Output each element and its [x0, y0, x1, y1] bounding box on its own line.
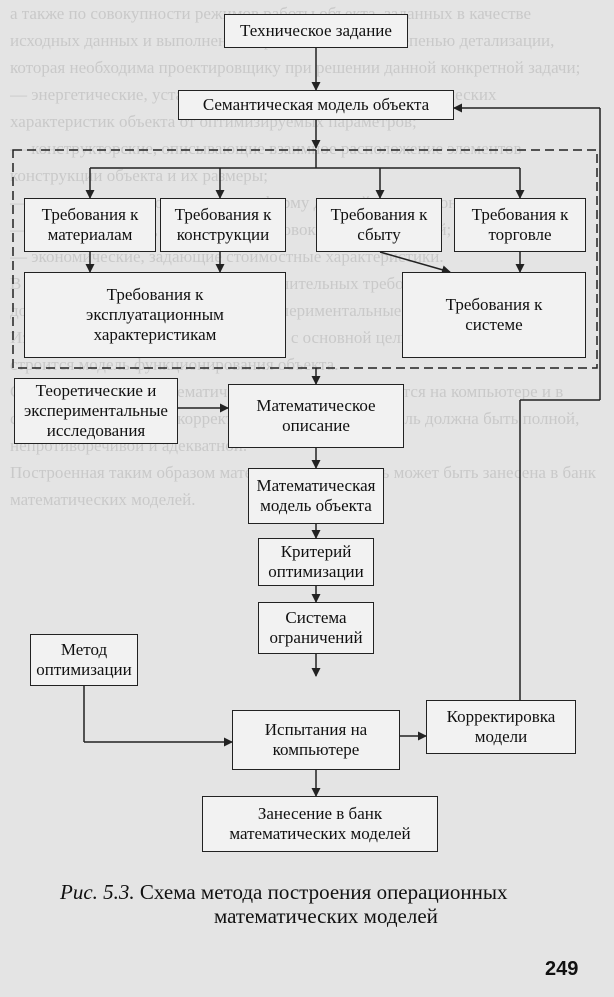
figure-caption: Рис. 5.3. Схема метода построения операц…: [60, 880, 580, 928]
opt-method-box: Метод оптимизации: [30, 634, 138, 686]
criterion-box: Критерий оптимизации: [258, 538, 374, 586]
bank-entry-box: Занесение в банк математических моделей: [202, 796, 438, 852]
bank-entry-label: Занесение в банк математических моделей: [229, 804, 411, 843]
req-operation-label: Требования к эксплуатационным характерис…: [86, 285, 224, 344]
page-number: 249: [545, 958, 579, 980]
computer-tests-box: Испытания на компьютере: [232, 710, 400, 770]
math-model-label: Математическая модель объекта: [256, 476, 376, 515]
research-box: Теоретические и экспериментальные исслед…: [14, 378, 178, 444]
model-correction-label: Корректировка модели: [446, 707, 556, 746]
model-correction-box: Корректировка модели: [426, 700, 576, 754]
req-sales-label: Требования к сбыту: [330, 205, 428, 244]
constraints-box: Система ограничений: [258, 602, 374, 654]
computer-tests-label: Испытания на компьютере: [264, 720, 368, 759]
constraints-label: Система ограничений: [269, 608, 363, 647]
req-construction-box: Требования к конструкции: [160, 198, 286, 252]
math-description-label: Математическое описание: [256, 396, 376, 435]
opt-method-label: Метод оптимизации: [36, 640, 132, 679]
caption-line-2: математических моделей: [214, 904, 438, 928]
tech-spec-label: Техническое задание: [240, 21, 392, 40]
math-description-box: Математическое описание: [228, 384, 404, 448]
caption-line-1: Схема метода построения операционных: [139, 880, 508, 904]
req-system-box: Требования к системе: [402, 272, 586, 358]
req-trade-box: Требования к торговле: [454, 198, 586, 252]
req-sales-box: Требования к сбыту: [316, 198, 442, 252]
semantic-model-box: Семантическая модель объекта: [178, 90, 454, 120]
criterion-label: Критерий оптимизации: [268, 542, 364, 581]
tech-spec-box: Техническое задание: [224, 14, 408, 48]
req-materials-label: Требования к материалам: [41, 205, 139, 244]
req-trade-label: Требования к торговле: [471, 205, 569, 244]
semantic-model-label: Семантическая модель объекта: [202, 95, 430, 114]
req-system-label: Требования к системе: [445, 295, 543, 334]
req-construction-label: Требования к конструкции: [174, 205, 272, 244]
figure-label: Рис. 5.3.: [60, 880, 135, 904]
research-label: Теоретические и экспериментальные исслед…: [24, 381, 168, 440]
req-materials-box: Требования к материалам: [24, 198, 156, 252]
math-model-box: Математическая модель объекта: [248, 468, 384, 524]
req-operation-box: Требования к эксплуатационным характерис…: [24, 272, 286, 358]
